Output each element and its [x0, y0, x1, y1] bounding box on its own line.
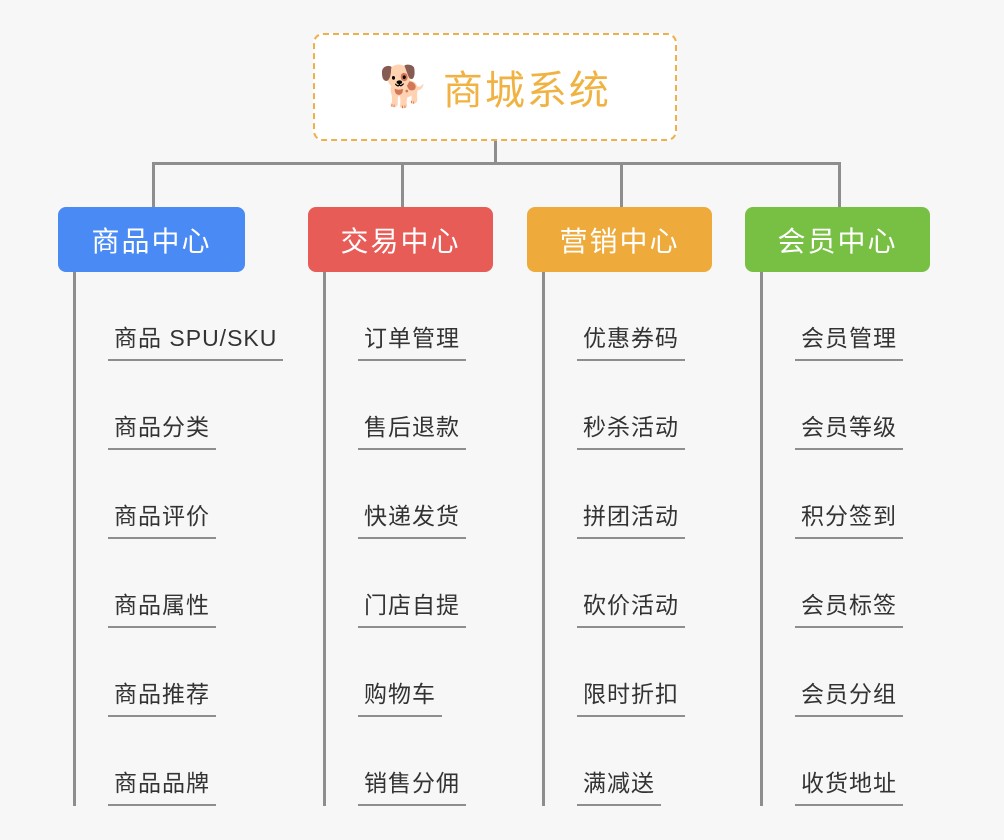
leaf-item[interactable]: 限时折扣	[545, 628, 712, 717]
leaf-item-label: 订单管理	[358, 319, 466, 361]
branch-header-product-center[interactable]: 商品中心	[58, 207, 245, 272]
leaf-item-label: 会员管理	[795, 319, 903, 361]
leaf-item-label: 售后退款	[358, 408, 466, 450]
branch-header-label: 交易中心	[340, 225, 461, 257]
leaf-item-label: 积分签到	[795, 497, 903, 539]
branch-header-member-center[interactable]: 会员中心	[745, 207, 930, 272]
leaf-item[interactable]: 快递发货	[326, 450, 493, 539]
leaf-item-label: 商品 SPU/SKU	[108, 319, 284, 361]
branch-member-center: 会员中心会员管理会员等级积分签到会员标签会员分组收货地址	[745, 207, 930, 806]
branch-leaf-list-product-center: 商品 SPU/SKU 商品分类商品评价商品属性商品推荐商品品牌	[73, 272, 284, 806]
leaf-item-label: 商品属性	[108, 586, 216, 628]
branch-header-label: 商品中心	[91, 225, 212, 257]
leaf-item-label: 商品品牌	[108, 764, 216, 806]
branch-header-transaction-center[interactable]: 交易中心	[308, 207, 493, 272]
leaf-item[interactable]: 会员分组	[763, 628, 930, 717]
leaf-item[interactable]: 销售分佣	[326, 717, 493, 806]
leaf-item[interactable]: 会员标签	[763, 539, 930, 628]
branch-leaf-list-marketing-center: 优惠券码秒杀活动拼团活动砍价活动限时折扣满减送	[542, 272, 712, 806]
leaf-item[interactable]: 商品品牌	[76, 717, 283, 806]
leaf-item-label: 门店自提	[358, 586, 466, 628]
leaf-item[interactable]: 会员管理	[763, 272, 930, 361]
leaf-item[interactable]: 会员等级	[763, 361, 930, 450]
branch-leaf-list-transaction-center: 订单管理售后退款快递发货门店自提购物车销售分佣	[323, 272, 493, 806]
leaf-item[interactable]: 砍价活动	[545, 539, 712, 628]
branch-drop-connector-member-center	[838, 162, 841, 207]
leaf-item[interactable]: 售后退款	[326, 361, 493, 450]
leaf-item-label: 会员标签	[795, 586, 903, 628]
leaf-item[interactable]: 满减送	[545, 717, 712, 806]
leaf-item[interactable]: 秒杀活动	[545, 361, 712, 450]
leaf-item-label: 砍价活动	[577, 586, 685, 628]
leaf-item-label: 会员等级	[795, 408, 903, 450]
leaf-item[interactable]: 商品分类	[76, 361, 283, 450]
branch-header-label: 营销中心	[559, 225, 680, 257]
branch-header-label: 会员中心	[777, 225, 898, 257]
leaf-item[interactable]: 商品推荐	[76, 628, 283, 717]
leaf-item-label: 会员分组	[795, 675, 903, 717]
leaf-item-label: 拼团活动	[577, 497, 685, 539]
branch-header-marketing-center[interactable]: 营销中心	[527, 207, 712, 272]
leaf-item-label: 商品推荐	[108, 675, 216, 717]
leaf-item-label: 快递发货	[358, 497, 466, 539]
horizontal-bus-connector	[152, 162, 841, 165]
leaf-item[interactable]: 收货地址	[763, 717, 930, 806]
branch-drop-connector-product-center	[152, 162, 155, 207]
leaf-item-label: 商品评价	[108, 497, 216, 539]
leaf-item[interactable]: 门店自提	[326, 539, 493, 628]
leaf-item-label: 满减送	[577, 764, 661, 806]
leaf-item-label: 销售分佣	[358, 764, 466, 806]
branch-transaction-center: 交易中心订单管理售后退款快递发货门店自提购物车销售分佣	[308, 207, 493, 806]
leaf-item-label: 秒杀活动	[577, 408, 685, 450]
leaf-item-label: 商品分类	[108, 408, 216, 450]
leaf-item[interactable]: 商品 SPU/SKU	[76, 272, 284, 361]
branch-drop-connector-transaction-center	[401, 162, 404, 207]
leaf-item[interactable]: 积分签到	[763, 450, 930, 539]
leaf-item-label: 购物车	[358, 675, 442, 717]
leaf-item-label: 收货地址	[795, 764, 903, 806]
shiba-dog-icon: 🐕	[379, 65, 429, 109]
leaf-item-label: 优惠券码	[577, 319, 685, 361]
branch-marketing-center: 营销中心优惠券码秒杀活动拼团活动砍价活动限时折扣满减送	[527, 207, 712, 806]
branch-leaf-list-member-center: 会员管理会员等级积分签到会员标签会员分组收货地址	[760, 272, 930, 806]
branch-drop-connector-marketing-center	[620, 162, 623, 207]
root-stem-connector	[494, 141, 497, 165]
root-title: 商城系统	[442, 69, 611, 113]
root-node[interactable]: 🐕 商城系统	[313, 33, 677, 141]
leaf-item[interactable]: 订单管理	[326, 272, 493, 361]
leaf-item[interactable]: 商品属性	[76, 539, 283, 628]
leaf-item-label: 限时折扣	[577, 675, 685, 717]
leaf-item[interactable]: 商品评价	[76, 450, 283, 539]
branch-product-center: 商品中心商品 SPU/SKU 商品分类商品评价商品属性商品推荐商品品牌	[58, 207, 284, 806]
leaf-item[interactable]: 拼团活动	[545, 450, 712, 539]
leaf-item[interactable]: 优惠券码	[545, 272, 712, 361]
leaf-item[interactable]: 购物车	[326, 628, 493, 717]
